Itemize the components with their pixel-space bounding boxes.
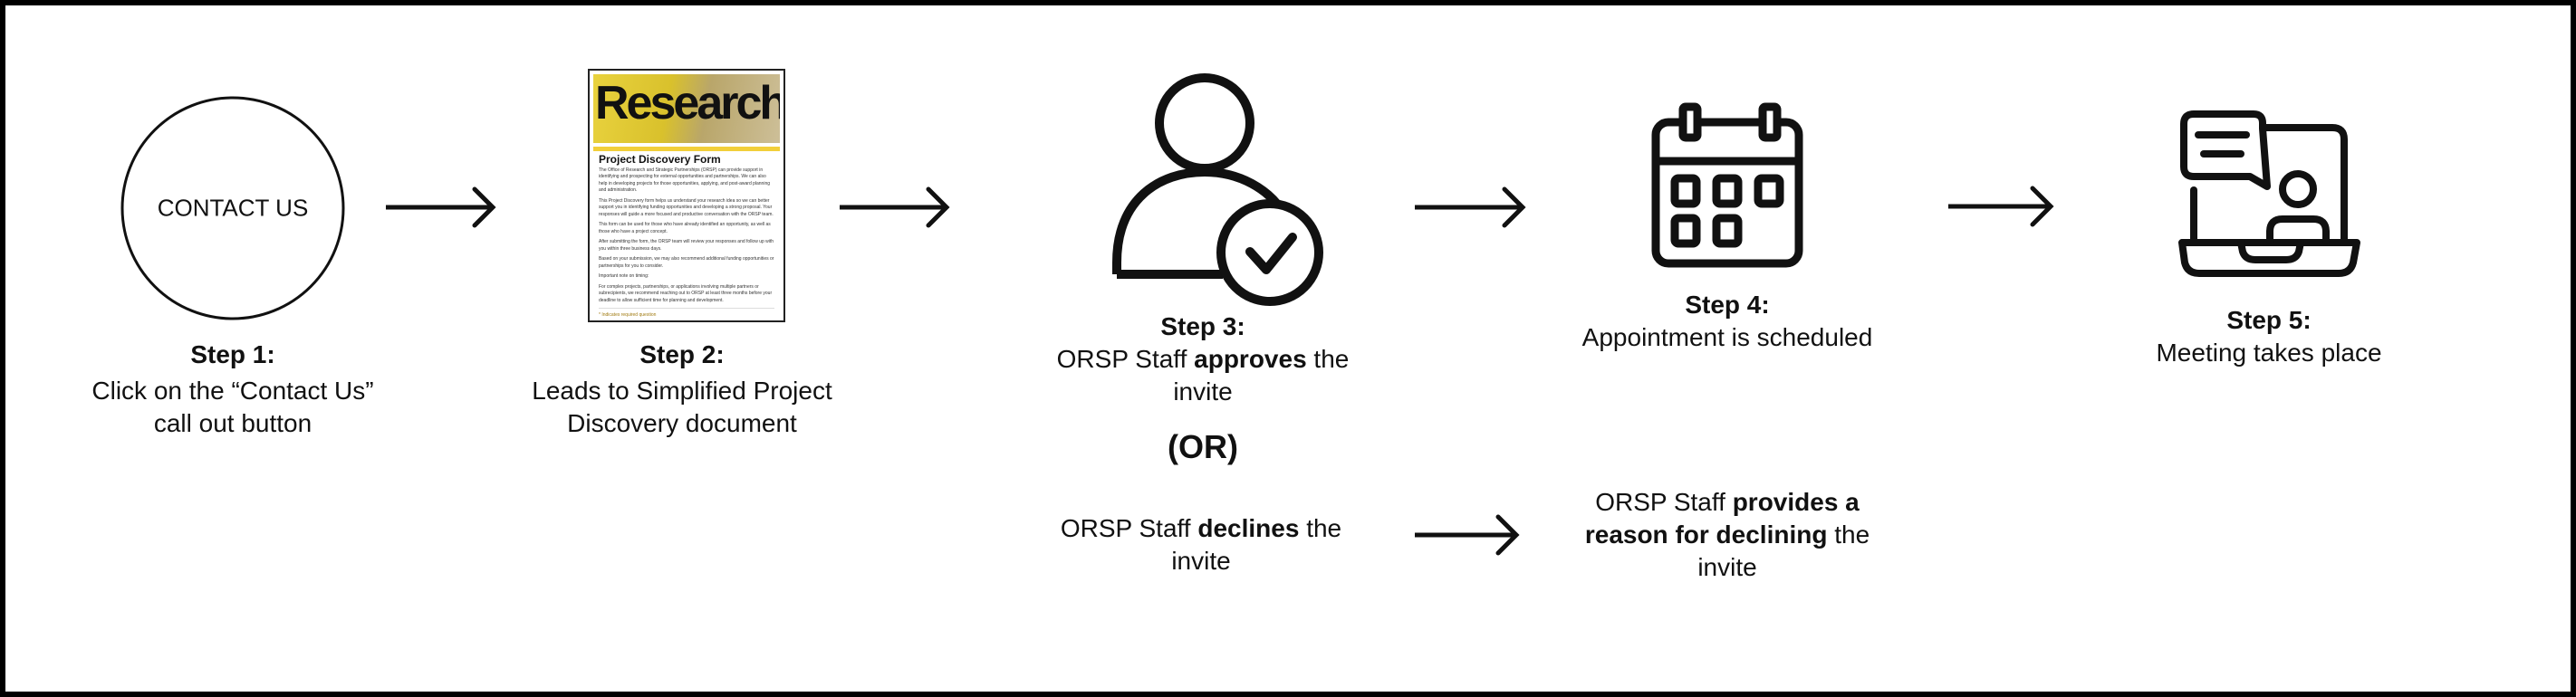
decline-emphasis: declines xyxy=(1197,514,1300,542)
reason-line3: invite xyxy=(1697,553,1757,581)
step4-heading: Step 4: xyxy=(1685,291,1770,319)
decline-reason-caption: ORSP Staff provides a reason for declini… xyxy=(1585,486,1870,584)
arrow-step4-to-step5 xyxy=(1948,188,2051,224)
document-paragraph: This Project Discovery form helps us und… xyxy=(599,197,774,217)
contact-us-button-label[interactable]: CONTACT US xyxy=(157,194,309,222)
approve-emphasis: approves xyxy=(1194,345,1307,373)
user-approved-icon xyxy=(1112,73,1323,306)
decline-text: ORSP Staff xyxy=(1060,514,1198,542)
decline-line2: invite xyxy=(1171,547,1231,575)
project-discovery-document-thumbnail: Research Project Discovery Form The Offi… xyxy=(588,69,785,322)
arrow-step2-to-step3 xyxy=(840,189,947,225)
reason-text: ORSP Staff xyxy=(1595,488,1733,516)
step2-caption: Step 2: Leads to Simplified Project Disc… xyxy=(532,339,832,440)
document-paragraph: Important note on timing: xyxy=(599,273,649,279)
document-paragraph: This form can be used for those who have… xyxy=(599,222,771,234)
research-banner-image: Research xyxy=(593,74,780,143)
video-meeting-icon xyxy=(2178,110,2360,277)
decline-text: the xyxy=(1299,514,1342,542)
step1-line: Click on the “Contact Us” xyxy=(91,377,374,405)
step2-heading: Step 2: xyxy=(639,340,725,368)
approve-text: the xyxy=(1306,345,1350,373)
contact-us-circle[interactable] xyxy=(120,96,345,320)
approve-text: ORSP Staff xyxy=(1056,345,1195,373)
arrow-step1-to-step2 xyxy=(386,189,493,225)
step4-line: Appointment is scheduled xyxy=(1581,323,1873,351)
step3-heading: Step 3: xyxy=(1160,312,1245,340)
reason-emphasis: provides a xyxy=(1732,488,1860,516)
document-paragraph: After submitting the form, the ORSP team… xyxy=(599,239,774,252)
approve-line2: invite xyxy=(1173,377,1233,406)
step2-line: Discovery document xyxy=(567,409,797,437)
step1-heading: Step 1: xyxy=(190,340,275,368)
reason-emphasis: reason for declining xyxy=(1584,520,1828,549)
document-paragraph: The Office of Research and Strategic Par… xyxy=(599,167,771,194)
document-paragraph: Based on your submission, we may also re… xyxy=(599,256,774,269)
step1-line: call out button xyxy=(153,409,312,437)
or-label: (OR) xyxy=(1168,428,1238,465)
arrow-step3-to-step4 xyxy=(1415,189,1523,225)
step2-line: Leads to Simplified Project xyxy=(532,377,832,405)
document-title: Project Discovery Form xyxy=(599,153,721,166)
arrow-decline-to-reason xyxy=(1415,517,1516,553)
step1-caption: Step 1: Click on the “Contact Us” call o… xyxy=(91,339,373,440)
step5-line: Meeting takes place xyxy=(2156,339,2382,367)
step5-caption: Step 5: Meeting takes place xyxy=(2156,304,2381,369)
reason-text: the xyxy=(1827,520,1870,549)
calendar-icon xyxy=(1651,102,1803,268)
banner-accent-bar xyxy=(593,147,780,151)
decline-caption: ORSP Staff declines the invite xyxy=(1061,512,1341,578)
step5-heading: Step 5: xyxy=(2226,306,2312,334)
step3-caption: Step 3: ORSP Staff approves the invite xyxy=(1057,310,1350,408)
document-paragraph: For complex projects, partnerships, or a… xyxy=(599,283,773,303)
step4-caption: Step 4: Appointment is scheduled xyxy=(1582,289,1873,354)
required-note: * Indicates required question xyxy=(599,308,774,320)
